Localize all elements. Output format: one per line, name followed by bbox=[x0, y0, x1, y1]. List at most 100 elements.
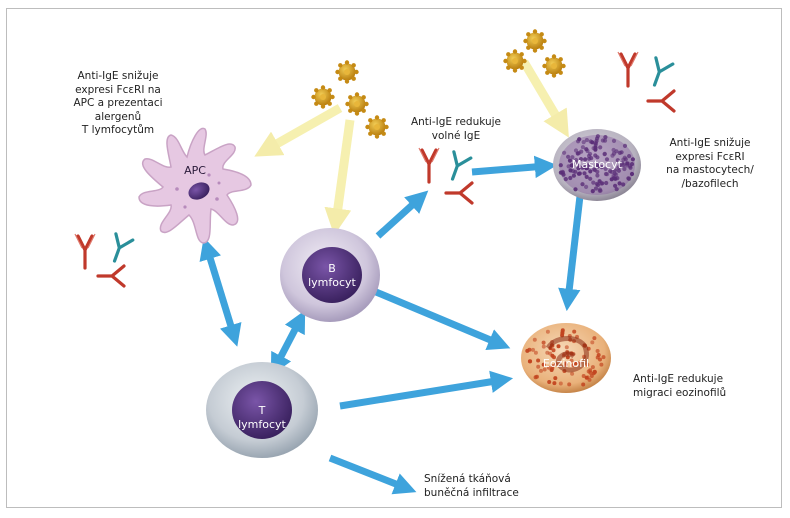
diagram-frame bbox=[6, 8, 782, 508]
granule bbox=[558, 381, 563, 386]
granule bbox=[629, 171, 635, 177]
granule bbox=[590, 365, 595, 370]
granule bbox=[545, 350, 550, 355]
granule bbox=[595, 355, 600, 360]
granule bbox=[615, 158, 620, 163]
arrow-bcell-ige bbox=[375, 190, 429, 239]
granule bbox=[590, 140, 595, 145]
granule bbox=[573, 361, 578, 366]
granule bbox=[577, 137, 582, 142]
t-cell-label: T lymfocyt bbox=[238, 404, 286, 431]
granule bbox=[587, 377, 592, 382]
granule bbox=[617, 181, 622, 186]
granule bbox=[612, 168, 618, 173]
granule bbox=[550, 363, 555, 368]
granule bbox=[536, 364, 541, 369]
granule bbox=[545, 329, 550, 334]
granule bbox=[603, 166, 608, 171]
granule bbox=[533, 350, 538, 355]
mast-annotation: Anti-IgE snižuje expresi FcεRI na mastoc… bbox=[666, 137, 754, 190]
tissue-infiltration-annotation: Snížená tkáňová buněčná infiltrace bbox=[424, 473, 519, 499]
granule bbox=[573, 169, 578, 174]
granule bbox=[536, 358, 541, 363]
granule bbox=[595, 169, 600, 174]
granule bbox=[599, 165, 604, 170]
granule bbox=[560, 328, 565, 333]
granule bbox=[617, 163, 622, 168]
granule bbox=[611, 151, 617, 156]
cell-arrows bbox=[199, 155, 584, 495]
granule bbox=[603, 171, 609, 177]
apc-cell bbox=[138, 127, 252, 244]
granule bbox=[567, 382, 572, 387]
granule bbox=[591, 180, 596, 185]
granule bbox=[527, 359, 532, 364]
granule bbox=[580, 145, 586, 150]
granule bbox=[579, 149, 584, 154]
granule bbox=[556, 344, 561, 349]
granule bbox=[603, 135, 608, 140]
granule bbox=[593, 186, 599, 191]
arrow-bcell-eos bbox=[374, 288, 511, 350]
apc-annotation: Anti-IgE snižuje expresi FcεRI na APC a … bbox=[73, 70, 163, 136]
granule bbox=[552, 381, 557, 386]
granule bbox=[622, 143, 628, 148]
granule bbox=[619, 150, 624, 155]
t-cell bbox=[206, 362, 318, 458]
granule bbox=[595, 155, 600, 160]
granule bbox=[616, 168, 622, 173]
granule bbox=[601, 355, 606, 360]
granule bbox=[629, 162, 635, 167]
granule bbox=[532, 337, 537, 342]
granule bbox=[541, 340, 546, 345]
granule bbox=[581, 140, 586, 145]
granule bbox=[576, 166, 581, 171]
granule bbox=[542, 367, 547, 372]
granule bbox=[595, 349, 600, 353]
granule bbox=[627, 154, 632, 159]
granule bbox=[627, 176, 632, 181]
granule bbox=[573, 160, 579, 165]
granule bbox=[609, 177, 614, 182]
granule bbox=[611, 174, 616, 179]
arrow-apc-tcell bbox=[199, 237, 242, 347]
granule bbox=[584, 147, 589, 152]
granule bbox=[573, 187, 578, 192]
granule bbox=[592, 369, 597, 374]
granule bbox=[580, 182, 585, 187]
granule bbox=[584, 174, 589, 179]
granule bbox=[570, 155, 575, 160]
allergen-arrows bbox=[254, 59, 569, 236]
granule bbox=[563, 361, 568, 366]
eosinophil-cell bbox=[521, 323, 611, 393]
granule bbox=[602, 151, 607, 156]
granule bbox=[588, 368, 593, 373]
apc-label: APC bbox=[184, 164, 206, 177]
granule bbox=[588, 169, 593, 174]
granule bbox=[588, 151, 593, 157]
granule bbox=[598, 181, 604, 186]
granule bbox=[539, 368, 543, 373]
granule bbox=[622, 166, 627, 172]
granule bbox=[531, 347, 535, 352]
granule bbox=[591, 146, 596, 151]
arrow-ige-mast bbox=[471, 155, 558, 179]
granule bbox=[587, 156, 592, 161]
arrow-tcell-bcell bbox=[270, 310, 306, 376]
granule bbox=[568, 168, 573, 173]
granule bbox=[622, 155, 627, 160]
granule bbox=[588, 176, 593, 181]
granule bbox=[533, 375, 538, 380]
granule bbox=[547, 380, 552, 384]
granule bbox=[553, 376, 558, 381]
granule bbox=[598, 188, 603, 193]
granule bbox=[562, 150, 567, 155]
granule bbox=[546, 365, 551, 370]
granule bbox=[591, 167, 597, 172]
eosinophil-label: Eozinofil bbox=[542, 357, 590, 370]
granule bbox=[564, 345, 569, 350]
granule bbox=[541, 362, 546, 367]
granule bbox=[580, 165, 585, 170]
granule bbox=[569, 358, 574, 363]
